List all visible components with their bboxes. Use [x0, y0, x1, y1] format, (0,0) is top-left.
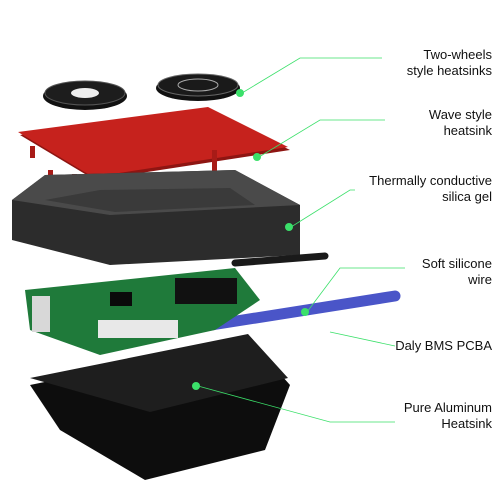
callout-line: Wave style [428, 107, 492, 122]
two-wheel-heatsinks [43, 73, 244, 110]
callout-silica-gel: Thermally conductive silica gel [369, 173, 492, 205]
callout-line: Thermally conductive [369, 173, 492, 188]
callout-line: heatsink [443, 123, 492, 138]
callout-aluminum-heatsink: Pure Aluminum Heatsink [404, 400, 492, 432]
silica-gel-case [12, 170, 300, 265]
callout-silicone-wire: Soft silicone wire [422, 256, 492, 288]
callout-line: Two-wheels [423, 47, 492, 62]
pure-aluminum-heatsink [30, 334, 290, 480]
leader-lines [197, 57, 405, 423]
callout-line: style heatsinks [406, 63, 492, 78]
callout-line: Soft silicone [421, 256, 492, 271]
callout-line: silica gel [442, 189, 492, 204]
callout-bms-pcba: Daly BMS PCBA [395, 338, 492, 354]
callout-line: Pure Aluminum [403, 400, 492, 415]
callout-two-wheels-heatsinks: Two-wheels style heatsinks [407, 47, 492, 79]
bms-pcba [25, 268, 260, 355]
callout-wave-style-heatsink: Wave style heatsink [429, 107, 492, 139]
callout-line: wire [468, 272, 492, 287]
callout-line: Daly BMS PCBA [395, 338, 492, 353]
soft-silicone-wires [199, 252, 401, 332]
callout-line: Heatsink [441, 416, 492, 431]
